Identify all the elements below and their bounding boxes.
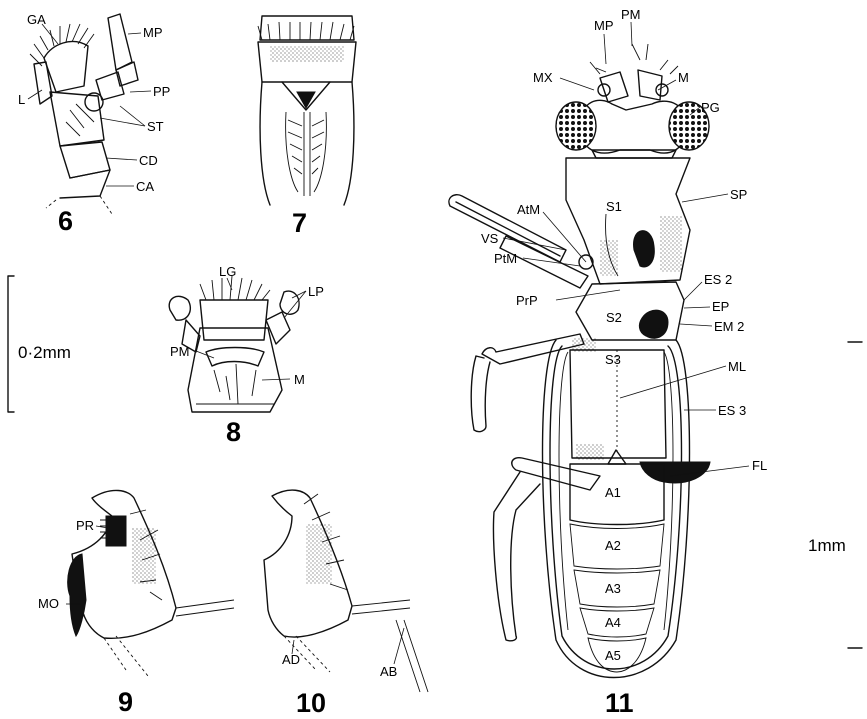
fig6-label-st: ST (147, 119, 164, 134)
fig11-label-a2: A2 (605, 538, 621, 553)
fig9-label-pr: PR (76, 518, 94, 533)
scale-bar-1mm (848, 342, 862, 648)
fig11-label-a3: A3 (605, 581, 621, 596)
fig11-label-m: M (678, 70, 689, 85)
figure-6-maxilla (28, 14, 151, 214)
fig11-label-a4: A4 (605, 615, 621, 630)
scale-bar-1mm-label: 1mm (808, 536, 846, 555)
fig11-label-em2: EM 2 (714, 319, 744, 334)
fig6-label-ca: CA (136, 179, 154, 194)
figure-8-labium (169, 276, 306, 412)
fig8-label-lp: LP (308, 284, 324, 299)
fig11-label-mp: MP (594, 18, 614, 33)
fig11-label-a1: A1 (605, 485, 621, 500)
fig11-label-ptm: PtM (494, 251, 517, 266)
fig11-label-s1: S1 (606, 199, 622, 214)
fig11-label-s3: S3 (605, 352, 621, 367)
fig11-label-fl: FL (752, 458, 767, 473)
fig8-label-m: M (294, 372, 305, 387)
figure-8-number: 8 (226, 417, 241, 447)
figure-7-structure (258, 16, 356, 205)
fig6-label-l: L (18, 92, 25, 107)
fig11-label-prp: PrP (516, 293, 538, 308)
scale-bar-0-2mm-label: 0·2mm (18, 343, 71, 362)
fig11-label-s2: S2 (606, 310, 622, 325)
figure-11-number: 11 (605, 688, 634, 718)
figure-9-number: 9 (118, 687, 133, 717)
fig11-label-mx: MX (533, 70, 553, 85)
fig6-label-pp: PP (153, 84, 170, 99)
fig6-label-ga: GA (27, 12, 46, 27)
fig11-label-vs: VS (481, 231, 499, 246)
figure-11-body (449, 22, 749, 678)
fig11-label-pm: PM (621, 7, 641, 22)
figure-10-number: 10 (296, 688, 326, 718)
figure-7-number: 7 (292, 208, 307, 238)
fig11-label-a5: A5 (605, 648, 621, 663)
fig11-label-es3: ES 3 (718, 403, 746, 418)
fig8-label-lg: LG (219, 264, 236, 279)
fig11-label-sp: SP (730, 187, 747, 202)
fig11-label-ml: ML (728, 359, 746, 374)
fig6-label-cd: CD (139, 153, 158, 168)
fig9-label-mo: MO (38, 596, 59, 611)
fig11-label-es2: ES 2 (704, 272, 732, 287)
fig6-label-mp: MP (143, 25, 163, 40)
fig11-label-pg: PG (701, 100, 720, 115)
fig8-label-pm: PM (170, 344, 190, 359)
fig10-label-ab: AB (380, 664, 397, 679)
fig10-label-ad: AD (282, 652, 300, 667)
fig11-label-atm: AtM (517, 202, 540, 217)
scale-bar-0-2mm (8, 276, 14, 412)
fig11-label-ep: EP (712, 299, 729, 314)
figure-6-number: 6 (58, 206, 73, 236)
